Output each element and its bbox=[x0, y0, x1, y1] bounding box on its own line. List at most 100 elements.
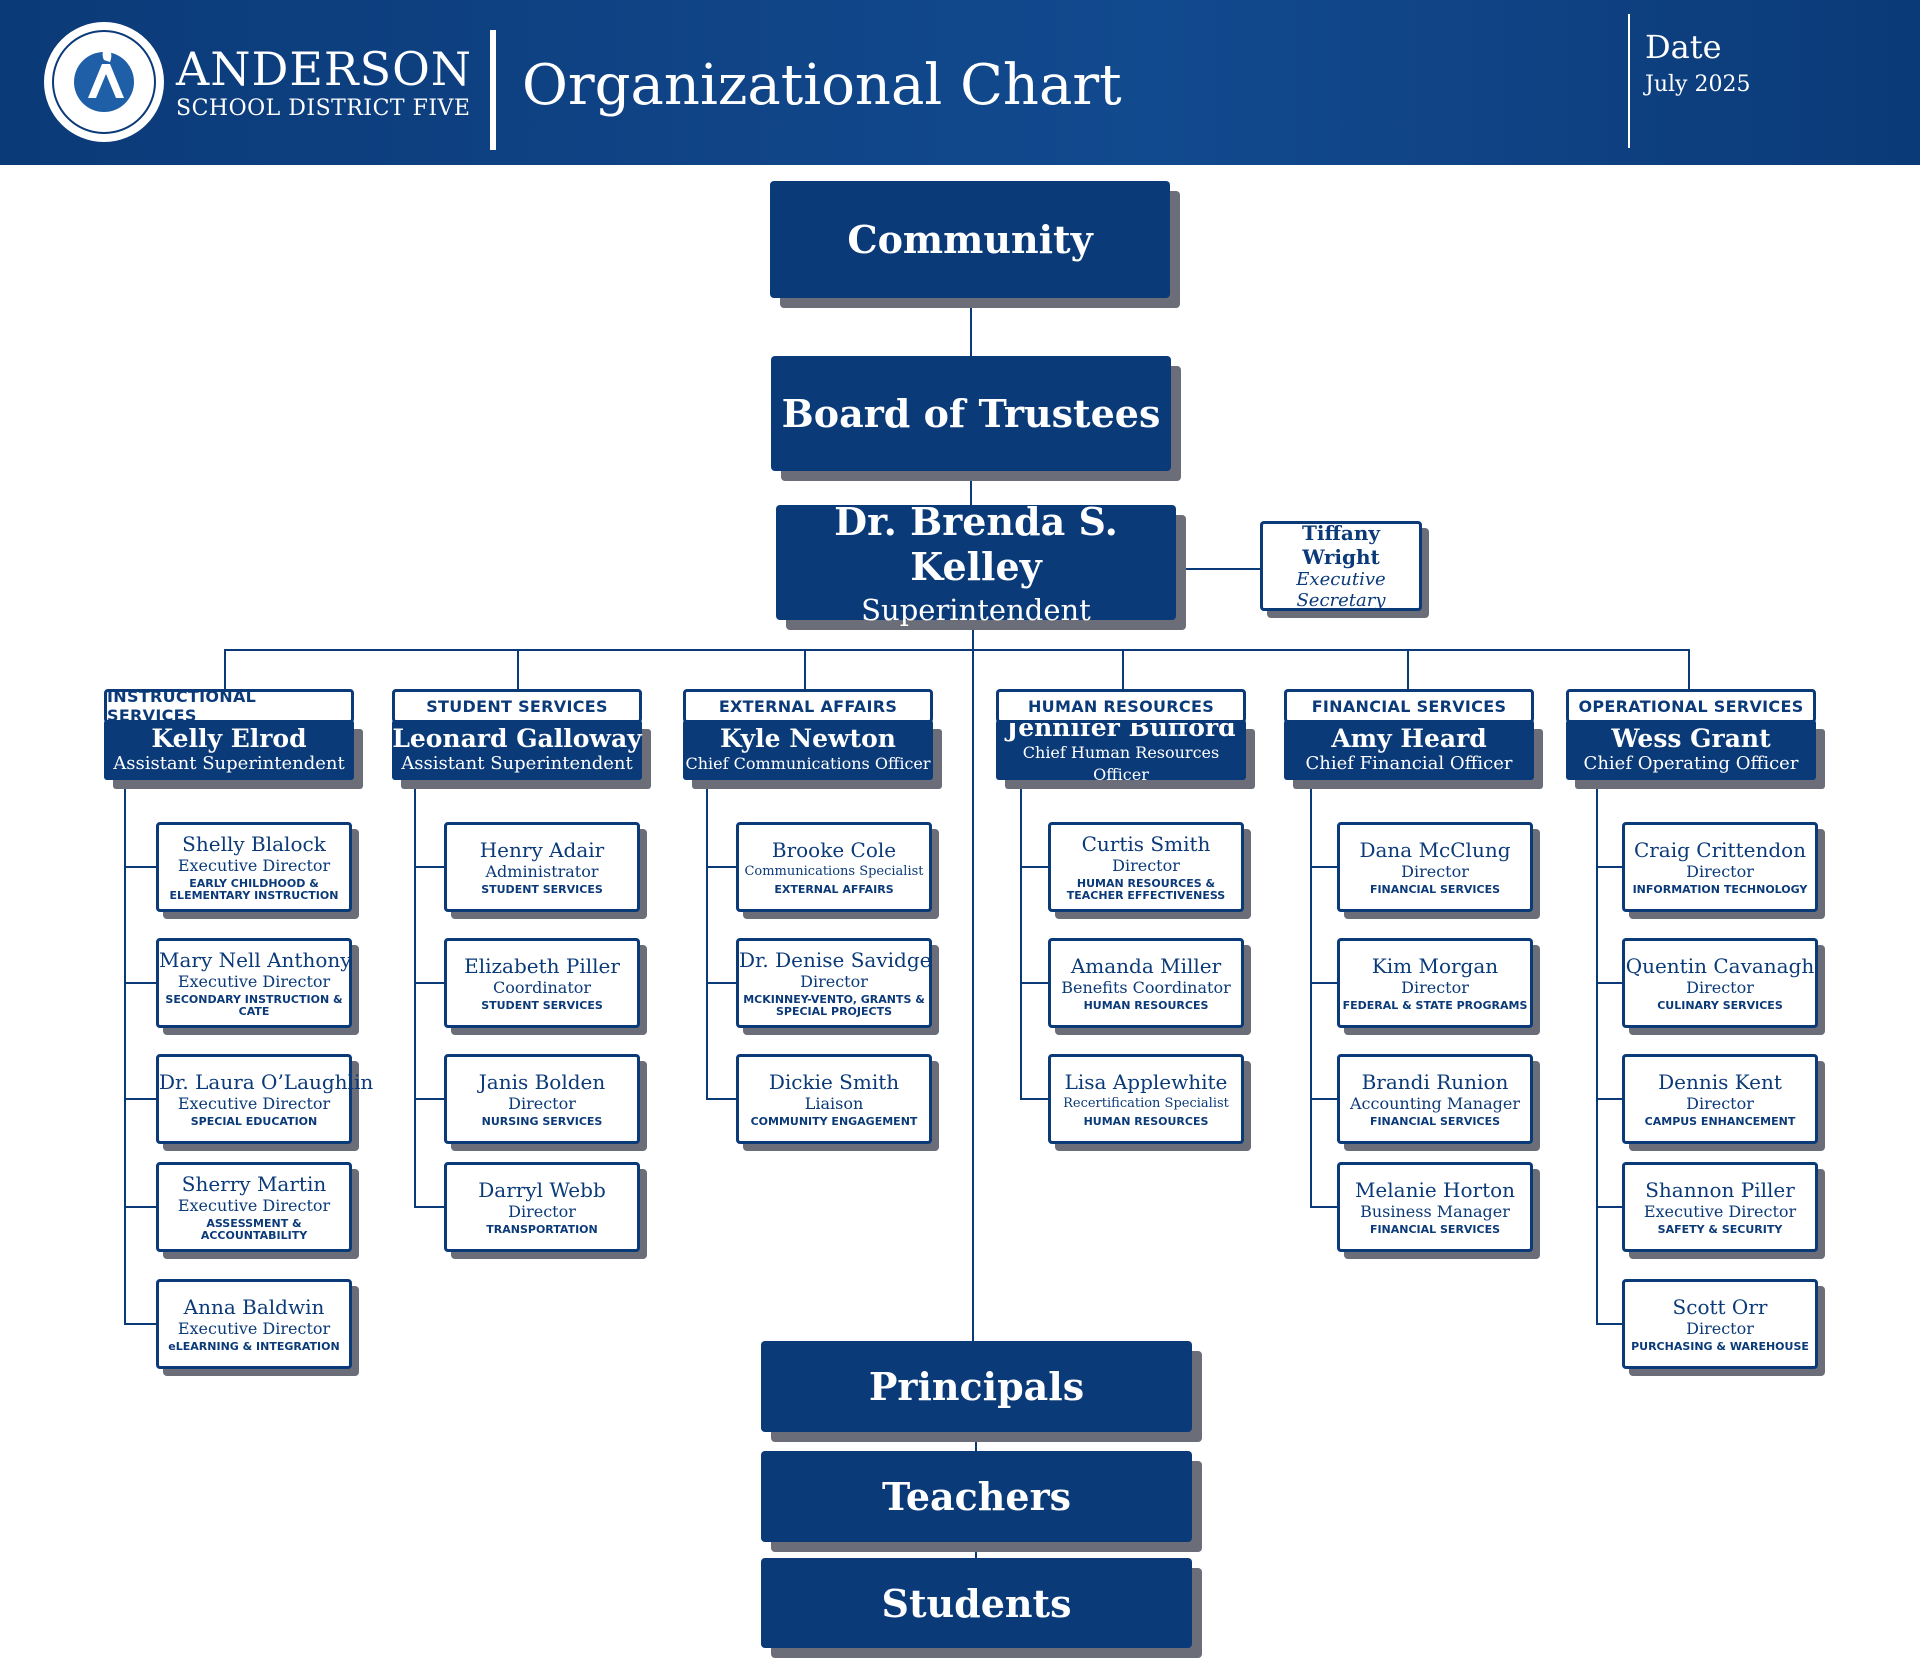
staff-branch-line bbox=[1596, 1323, 1622, 1325]
secretary-name: Tiffany Wright bbox=[1301, 521, 1381, 569]
community-label: Community bbox=[847, 217, 1093, 262]
staff-unit: STUDENT SERVICES bbox=[481, 882, 603, 896]
date-label: Date bbox=[1645, 28, 1722, 66]
department-head-name: Amy Heard bbox=[1331, 724, 1487, 753]
department-label-2: EXTERNAL AFFAIRS bbox=[683, 689, 933, 723]
staff-unit: MCKINNEY-VENTO, GRANTS & SPECIAL PROJECT… bbox=[743, 992, 925, 1018]
staff-name: Shannon Piller bbox=[1645, 1177, 1795, 1202]
connector-board-superintendent bbox=[970, 470, 972, 506]
staff-unit: SPECIAL EDUCATION bbox=[190, 1114, 318, 1128]
department-label-5: OPERATIONAL SERVICES bbox=[1566, 689, 1816, 723]
connector-drop-student bbox=[517, 649, 519, 689]
staff-branch-line bbox=[1596, 866, 1622, 868]
staff-name: Brooke Cole bbox=[771, 837, 897, 862]
staff-branch-line bbox=[1020, 982, 1048, 984]
department-head-title: Assistant Superintendent bbox=[113, 753, 345, 774]
staff-branch-line bbox=[1596, 982, 1622, 984]
principals-box: Principals bbox=[761, 1341, 1192, 1432]
department-head-name: Leonard Galloway bbox=[392, 724, 642, 753]
staff-branch-line bbox=[1310, 1098, 1337, 1100]
department-head-title: Chief Financial Officer bbox=[1305, 753, 1513, 774]
date-divider bbox=[1628, 14, 1630, 148]
department-head-name: Kelly Elrod bbox=[151, 724, 307, 753]
staff-branch-line bbox=[124, 866, 156, 868]
staff-name: Dr. Denise Savidge bbox=[739, 947, 932, 972]
staff-name: Elizabeth Piller bbox=[464, 953, 620, 978]
staff-title: Director bbox=[1686, 1093, 1754, 1113]
staff-unit: HUMAN RESOURCES & TEACHER EFFECTIVENESS bbox=[1066, 876, 1226, 902]
staff-unit: STUDENT SERVICES bbox=[481, 998, 603, 1012]
staff-branch-line bbox=[706, 866, 736, 868]
secretary-title: Executive Secretary bbox=[1296, 569, 1386, 611]
department-spine-line bbox=[706, 780, 708, 1099]
department-spine-line bbox=[124, 780, 126, 1324]
staff-branch-line bbox=[124, 1206, 156, 1208]
staff-name: Scott Orr bbox=[1672, 1294, 1768, 1319]
staff-branch-line bbox=[706, 1098, 736, 1100]
staff-title: Director bbox=[1112, 855, 1180, 875]
connector-teachers-students bbox=[975, 1542, 977, 1560]
staff-title: Director bbox=[1401, 977, 1469, 997]
header-divider bbox=[490, 30, 496, 150]
staff-unit: EXTERNAL AFFAIRS bbox=[774, 882, 894, 896]
staff-title: Administrator bbox=[485, 861, 599, 881]
community-box: Community bbox=[770, 181, 1170, 298]
staff-unit: ASSESSMENT & ACCOUNTABILITY bbox=[200, 1216, 308, 1242]
staff-title: Benefits Coordinator bbox=[1061, 977, 1231, 997]
department-spine-line bbox=[414, 780, 416, 1207]
staff-title: Recertification Specialist bbox=[1063, 1095, 1229, 1111]
staff-title: Executive Director bbox=[1643, 1201, 1797, 1221]
staff-name: Craig Crittendon bbox=[1633, 837, 1807, 862]
staff-title: Executive Director bbox=[177, 971, 331, 991]
staff-unit: SECONDARY INSTRUCTION & CATE bbox=[165, 992, 343, 1018]
staff-unit: CAMPUS ENHANCEMENT bbox=[1644, 1114, 1796, 1128]
staff-title: Executive Director bbox=[177, 855, 331, 875]
staff-name: Anna Baldwin bbox=[183, 1294, 325, 1319]
department-head-title: Chief Communications Officer bbox=[685, 754, 931, 773]
superintendent-box: Dr. Brenda S. Kelley Superintendent bbox=[776, 499, 1176, 627]
staff-branch-line bbox=[706, 982, 736, 984]
department-head-title: Chief Operating Officer bbox=[1583, 753, 1799, 774]
staff-title: Executive Director bbox=[177, 1195, 331, 1215]
staff-name: Sherry Martin bbox=[181, 1171, 327, 1196]
staff-title: Liaison bbox=[804, 1093, 864, 1113]
staff-unit: HUMAN RESOURCES bbox=[1083, 1114, 1209, 1128]
staff-name: Dr. Laura O’Laughlin bbox=[159, 1069, 374, 1094]
staff-name: Dennis Kent bbox=[1658, 1069, 1782, 1094]
department-spine-line bbox=[1020, 780, 1022, 1099]
logo-emblem-icon bbox=[74, 42, 134, 112]
staff-title: Accounting Manager bbox=[1349, 1093, 1521, 1113]
staff-title: Director bbox=[508, 1093, 576, 1113]
staff-branch-line bbox=[124, 1098, 156, 1100]
students-box: Students bbox=[761, 1558, 1192, 1648]
staff-title: Business Manager bbox=[1360, 1201, 1510, 1221]
staff-unit: FINANCIAL SERVICES bbox=[1369, 1222, 1501, 1236]
staff-title: Coordinator bbox=[492, 977, 592, 997]
staff-name: Lisa Applewhite bbox=[1064, 1069, 1228, 1094]
staff-unit: PURCHASING & WAREHOUSE bbox=[1631, 1339, 1809, 1353]
staff-title: Director bbox=[1686, 1318, 1754, 1338]
department-label-0: INSTRUCTIONAL SERVICES bbox=[104, 687, 354, 725]
staff-branch-line bbox=[124, 982, 156, 984]
teachers-box: Teachers bbox=[761, 1451, 1192, 1542]
department-head-name: Wess Grant bbox=[1611, 724, 1771, 753]
department-head-title: Chief Human Resources Officer bbox=[1022, 743, 1220, 784]
staff-unit: CULINARY SERVICES bbox=[1657, 998, 1783, 1012]
staff-unit: SAFETY & SECURITY bbox=[1657, 1222, 1783, 1236]
staff-unit: FINANCIAL SERVICES bbox=[1369, 1114, 1501, 1128]
header-banner: ANDERSON SCHOOL DISTRICT FIVE Organizati… bbox=[0, 0, 1920, 165]
staff-name: Janis Bolden bbox=[478, 1069, 606, 1094]
staff-branch-line bbox=[414, 866, 444, 868]
staff-title: Communications Specialist bbox=[744, 863, 924, 879]
staff-branch-line bbox=[1310, 866, 1337, 868]
